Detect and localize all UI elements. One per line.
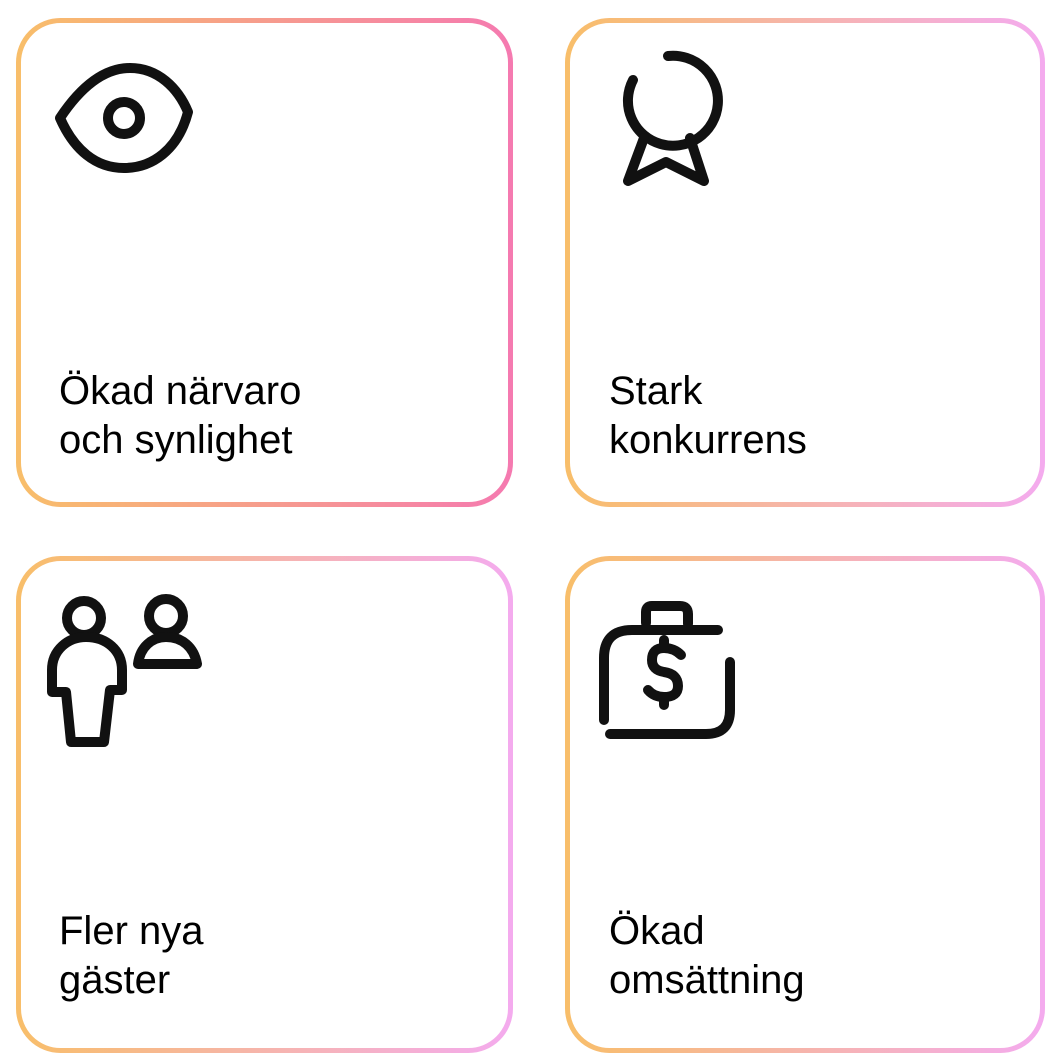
card-top-left xyxy=(16,18,513,507)
card-bottom-right xyxy=(565,556,1045,1053)
card-top-right-label-line2: konkurrens xyxy=(609,418,807,462)
card-bottom-right-label: Ökad omsättning xyxy=(609,907,805,1005)
card-top-right-label: Stark konkurrens xyxy=(609,367,807,465)
card-bottom-left-label: Fler nya gäster xyxy=(59,907,204,1005)
card-top-left-label-line1: Ökad närvaro xyxy=(59,369,302,413)
award-ribbon-icon xyxy=(622,50,723,186)
card-top-left-label-line2: och synlighet xyxy=(59,418,293,462)
card-top-left-label: Ökad närvaro och synlighet xyxy=(59,367,301,465)
card-bottom-right-label-line2: omsättning xyxy=(609,958,805,1002)
card-bottom-left xyxy=(16,556,513,1053)
card-bottom-right-label-line1: Ökad xyxy=(609,909,705,953)
card-bottom-left-label-line1: Fler nya xyxy=(59,909,204,953)
card-top-right-label-line1: Stark xyxy=(609,369,703,413)
card-bottom-left-label-line2: gäster xyxy=(59,958,171,1002)
eye-icon xyxy=(55,63,193,173)
money-bag-icon xyxy=(599,601,735,739)
users-icon xyxy=(47,594,202,747)
